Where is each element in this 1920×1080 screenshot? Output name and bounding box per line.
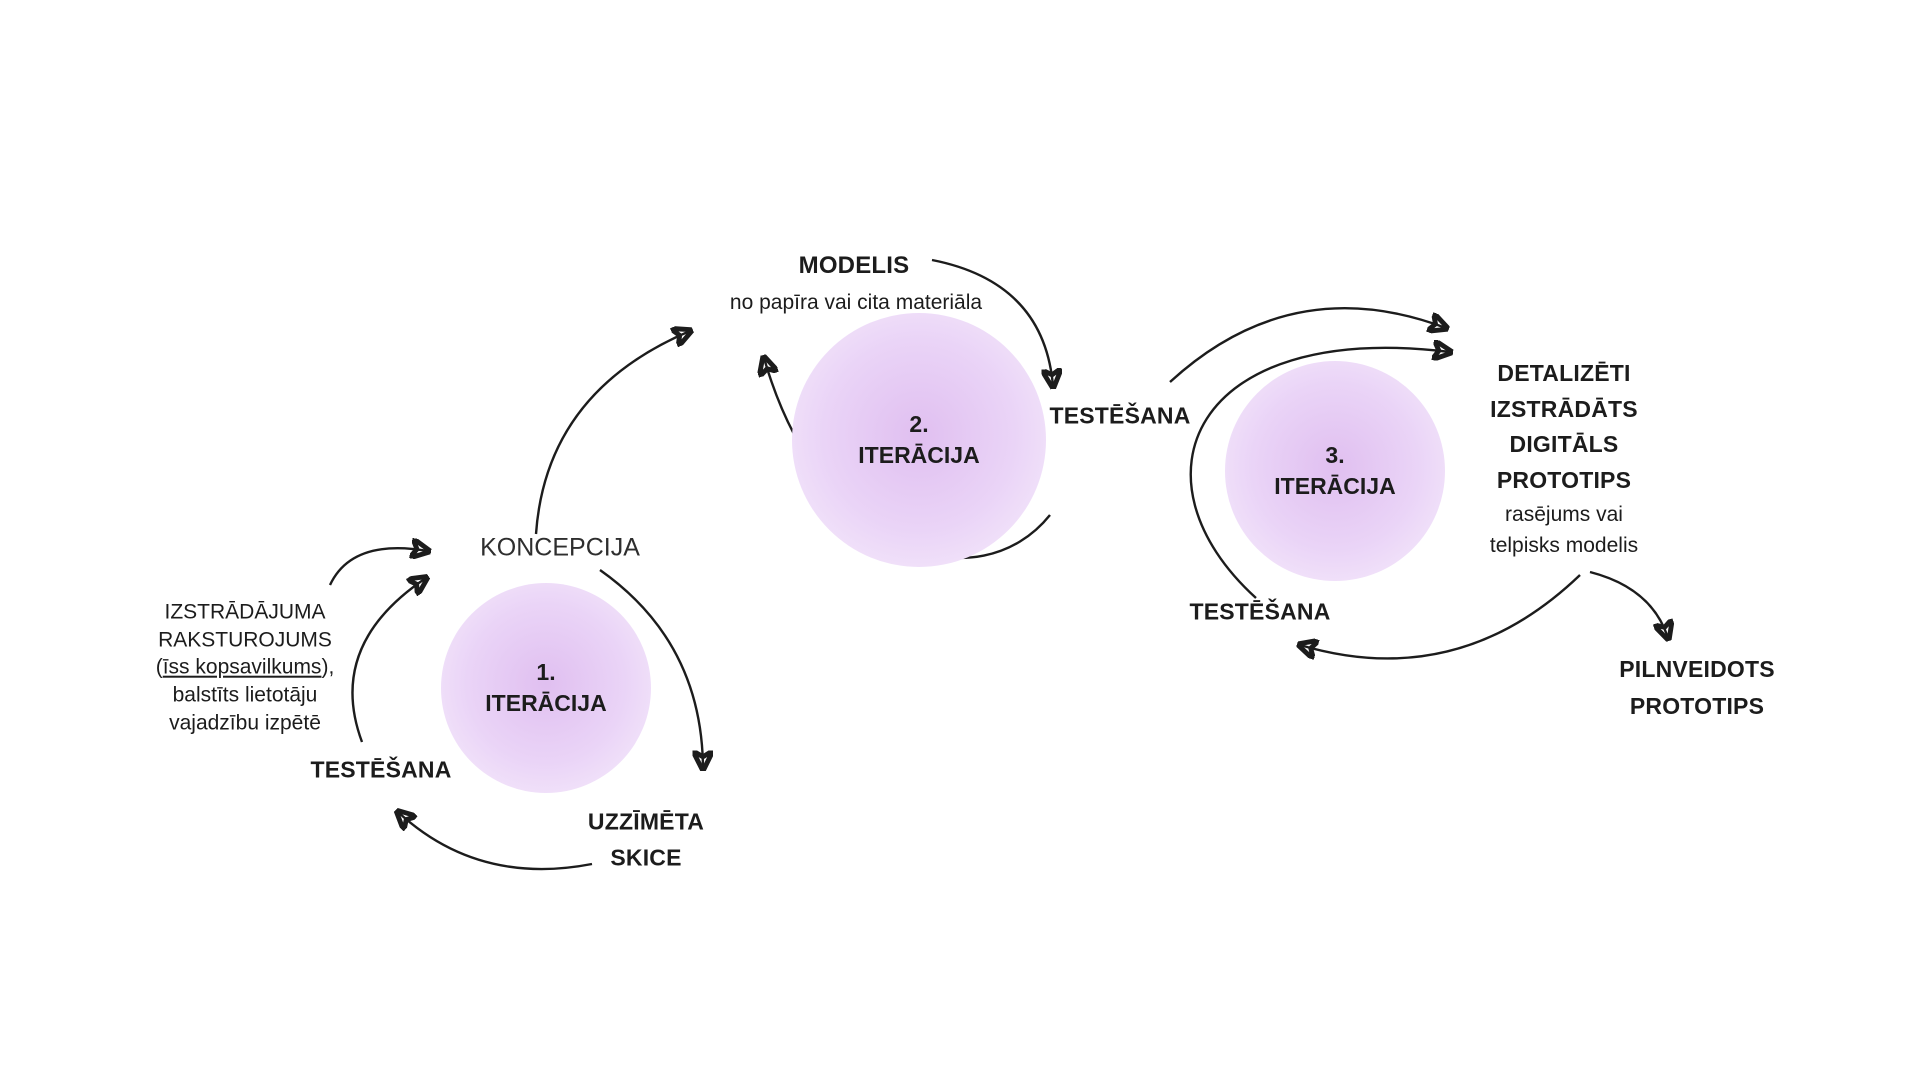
prototype-line2: IZSTRĀDĀTS (1490, 395, 1638, 422)
input-note-line4: balstīts lietotāju (172, 683, 318, 707)
iteration-1-circle: 1. ITERĀCIJA (441, 583, 651, 793)
input-note-line3: (īss kopsavilkums), (155, 656, 335, 680)
output-line2: PROTOTIPS (1629, 693, 1765, 719)
skice-label: UZZĪMĒTA SKICE (588, 804, 704, 875)
iteration-2-label: ITERĀCIJA (858, 442, 980, 468)
input-note-line1: IZSTRĀDĀJUMA (164, 600, 326, 624)
iteration-2-number: 2. (909, 410, 929, 437)
prototype-line1: DETALIZĒTI (1497, 360, 1631, 387)
iteration-1-label: ITERĀCIJA (485, 690, 607, 716)
iteration-3-label: ITERĀCIJA (1274, 473, 1396, 499)
input-note-line2: RAKSTUROJUMS (158, 628, 332, 652)
skice-line2: SKICE (610, 844, 682, 870)
input-note-line5: vajadzību izpētē (169, 711, 321, 735)
output-line1: PILNVEIDOTS (1619, 656, 1775, 683)
koncepcija-label: KONCEPCIJA (480, 533, 640, 562)
testesana-2-label: TESTĒŠANA (1049, 402, 1191, 429)
iteration-3-circle: 3. ITERĀCIJA (1225, 361, 1445, 581)
input-note: IZSTRĀDĀJUMA RAKSTUROJUMS (īss kopsavilk… (156, 599, 335, 738)
iteration-3-number: 3. (1325, 441, 1345, 468)
iteration-2-circle: 2. ITERĀCIJA (792, 313, 1046, 567)
testesana-1-label: TESTĒŠANA (310, 756, 452, 783)
prototype-line4: PROTOTIPS (1496, 467, 1632, 494)
arrow-prototype-to-output (1589, 570, 1668, 638)
testesana-3-label: TESTĒŠANA (1189, 598, 1331, 625)
iteration-1-number: 1. (536, 658, 556, 685)
arrow-cycle1-to-modelis (534, 331, 690, 535)
arrow-input-note-to-koncepcija (328, 548, 428, 586)
arrow-testesana1-to-koncepcija (351, 578, 426, 743)
prototype-sub-line2: telpisks modelis (1489, 534, 1639, 558)
modelis-label: MODELIS (798, 252, 910, 279)
prototype-line3: DIGITĀLS (1509, 431, 1619, 458)
improved-prototype-block: PILNVEIDOTS PROTOTIPS (1619, 651, 1775, 725)
modelis-sub-label: no papīra vai cita materiāla (729, 291, 983, 314)
skice-line1: UZZĪMĒTA (587, 808, 705, 835)
digital-prototype-block: DETALIZĒTI IZSTRĀDĀTS DIGITĀLS PROTOTIPS… (1490, 356, 1638, 562)
input-note-underlined: īss kopsavilkums (162, 656, 322, 680)
arrow-skice-to-testesana1 (398, 812, 593, 871)
arrow-prototype-to-testesana3 (1300, 574, 1581, 658)
prototype-sub-line1: rasējums vai (1505, 502, 1623, 526)
